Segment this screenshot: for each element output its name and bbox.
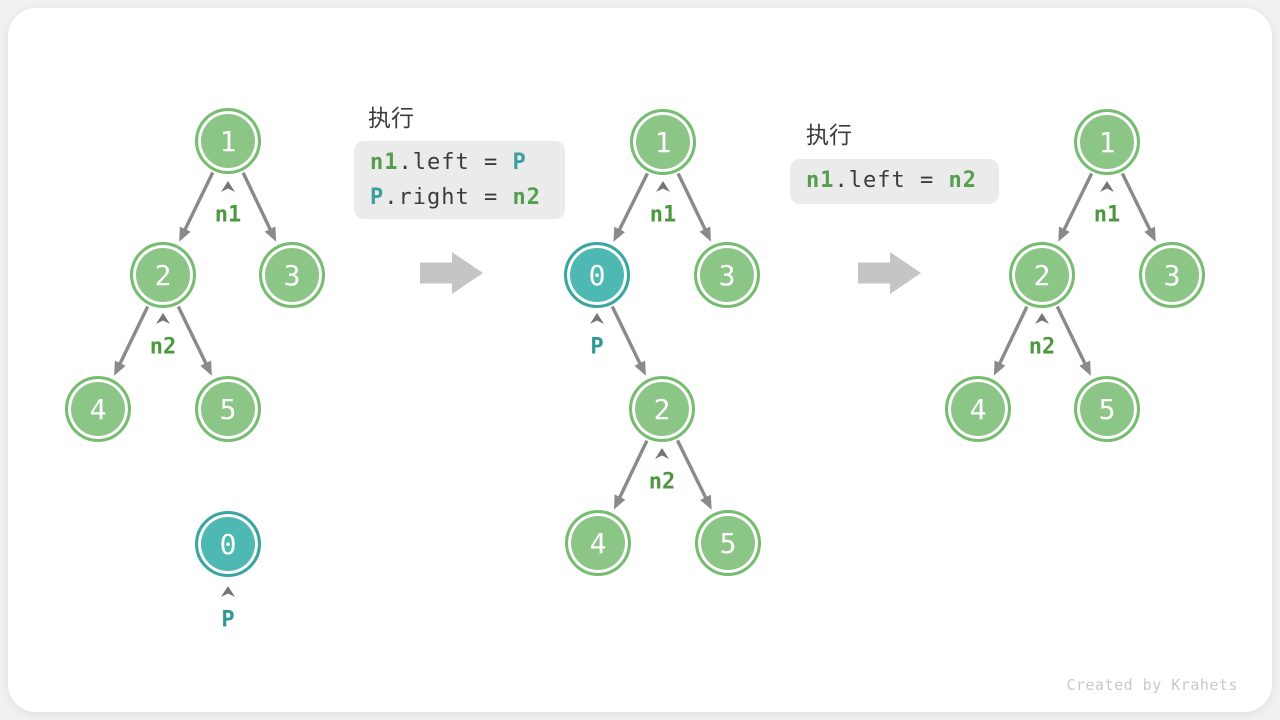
tree-node-4: 4 xyxy=(565,510,631,576)
tree-edge xyxy=(610,305,646,376)
tree-edge xyxy=(676,172,711,242)
pointer-label-n1: n1 xyxy=(649,202,677,228)
exec-heading-1: 执行 xyxy=(368,105,414,131)
tree-node-3: 3 xyxy=(1139,242,1205,308)
tree-node-value: 4 xyxy=(969,392,987,426)
tree-node-5: 5 xyxy=(1074,376,1140,442)
pointer-caret-icon xyxy=(590,313,604,324)
transition-arrow-icon xyxy=(420,252,483,294)
tree-node-value: 3 xyxy=(1163,258,1181,292)
pointer-caret-icon xyxy=(1035,313,1049,324)
tree-node-value: 5 xyxy=(219,392,237,426)
tree-node-1: 1 xyxy=(630,109,696,175)
tree-node-5: 5 xyxy=(195,376,261,442)
tree-edge xyxy=(179,171,215,242)
code-box-2: n1.left = n2 xyxy=(790,159,999,204)
tree-edge xyxy=(114,305,150,376)
tree-node-value: 1 xyxy=(1098,125,1116,159)
tree-node-3: 3 xyxy=(259,242,325,308)
tree-node-value: 0 xyxy=(219,527,237,561)
code-line: n1.left = P xyxy=(370,145,549,180)
tree-node-4: 4 xyxy=(945,376,1011,442)
code-token: P xyxy=(370,185,385,210)
pointer-label-n2: n2 xyxy=(1028,334,1056,360)
tree-node-value: 3 xyxy=(283,258,301,292)
tree-edge xyxy=(1120,172,1156,242)
code-token: n2 xyxy=(512,185,541,210)
tree-node-4: 4 xyxy=(65,376,131,442)
pointer-label-n1: n1 xyxy=(214,202,242,228)
tree-edge xyxy=(1058,172,1094,242)
tree-node-value: 5 xyxy=(1098,392,1116,426)
pointer-label-n2: n2 xyxy=(149,334,177,360)
pointer-caret-icon xyxy=(655,448,669,459)
tree-node-value: 3 xyxy=(718,258,736,292)
code-token: .left = xyxy=(834,168,949,193)
code-line: n1.left = n2 xyxy=(806,163,983,198)
pointer-caret-icon xyxy=(221,586,235,597)
tree-node-0: 0 xyxy=(195,511,261,577)
tree-node-value: 4 xyxy=(89,392,107,426)
code-token: .left = xyxy=(398,150,513,175)
code-line: P.right = n2 xyxy=(370,180,549,215)
transition-arrow-icon xyxy=(858,252,921,294)
tree-node-2: 2 xyxy=(130,242,196,308)
tree-node-value: 4 xyxy=(589,526,607,560)
tree-edge xyxy=(993,305,1029,376)
tree-edge xyxy=(1055,305,1091,376)
exec-heading-2: 执行 xyxy=(806,122,852,148)
tree-node-2: 2 xyxy=(629,376,695,442)
pointer-caret-icon xyxy=(221,181,235,192)
code-token: P xyxy=(512,150,527,175)
pointer-label-n1: n1 xyxy=(1093,202,1121,228)
tree-edge xyxy=(241,171,277,242)
pointer-label-n2: n2 xyxy=(648,469,676,495)
tree-node-1: 1 xyxy=(195,108,261,174)
tree-node-value: 0 xyxy=(588,258,606,292)
pointer-caret-icon xyxy=(1100,181,1114,192)
tree-edge xyxy=(176,305,212,376)
pointer-caret-icon xyxy=(156,313,170,324)
tree-node-value: 1 xyxy=(654,125,672,159)
code-token: n1 xyxy=(370,150,399,175)
tree-node-value: 1 xyxy=(219,124,237,158)
pointer-caret-icon xyxy=(656,181,670,192)
tree-edge xyxy=(613,172,649,242)
tree-node-1: 1 xyxy=(1074,109,1140,175)
code-token: .right = xyxy=(384,185,513,210)
tree-node-0: 0 xyxy=(564,242,630,308)
code-token: n1 xyxy=(806,168,835,193)
tree-node-2: 2 xyxy=(1009,242,1075,308)
tree-edge xyxy=(675,439,712,510)
pointer-label-P: P xyxy=(590,334,604,360)
tree-node-value: 2 xyxy=(653,392,671,426)
pointer-label-P: P xyxy=(221,607,235,633)
tree-node-3: 3 xyxy=(694,242,760,308)
tree-node-value: 2 xyxy=(1033,258,1051,292)
tree-node-value: 2 xyxy=(154,258,172,292)
watermark: Created by Krahets xyxy=(1066,676,1238,694)
code-token: n2 xyxy=(948,168,977,193)
tree-node-value: 5 xyxy=(719,526,737,560)
tree-edge xyxy=(613,439,649,510)
tree-node-5: 5 xyxy=(695,510,761,576)
